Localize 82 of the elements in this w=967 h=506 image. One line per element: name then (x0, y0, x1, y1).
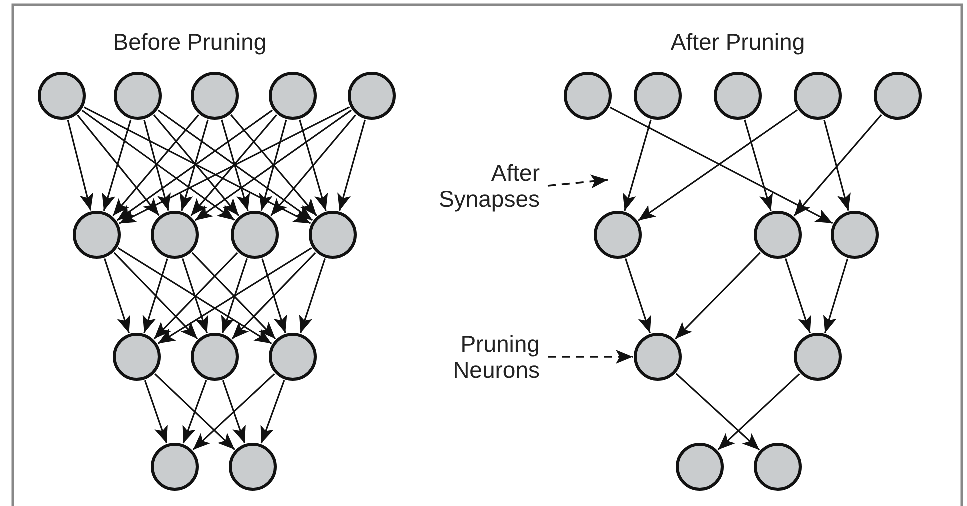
neuron-circle (114, 72, 162, 120)
arrow (118, 106, 350, 224)
neuron-circle (150, 210, 198, 258)
arrow (676, 373, 760, 451)
arrow (84, 106, 312, 224)
annotation-text: Pruning Neurons (412, 331, 540, 383)
neuron-circle (714, 72, 762, 120)
neuron-circle (268, 72, 316, 120)
arrow (182, 380, 208, 444)
arrow (112, 114, 200, 216)
neuron-circle (112, 332, 160, 380)
neuron-circle (38, 72, 86, 120)
arrow (158, 110, 314, 222)
arrow (270, 114, 357, 216)
neuron-circle (190, 72, 238, 120)
arrow (104, 258, 131, 334)
arrow (638, 110, 798, 222)
arrow (824, 120, 851, 212)
arrow (232, 252, 316, 340)
arrow (116, 110, 274, 222)
neuron-circle (150, 442, 198, 490)
arrow (260, 380, 286, 444)
arrow (785, 258, 812, 334)
dashed-arrow (548, 350, 633, 364)
arrow (182, 258, 209, 334)
arrow (180, 120, 209, 212)
arrow (142, 258, 168, 334)
neuron-circle (874, 72, 922, 120)
arrow (230, 114, 318, 216)
arrow (794, 114, 882, 217)
neuron-circle (794, 72, 842, 120)
arrow (259, 120, 288, 212)
arrow (299, 258, 326, 334)
neuron-circle (230, 210, 278, 258)
arrow (674, 252, 762, 340)
annotation-text: After Synapses (412, 160, 540, 212)
neuron-circle (190, 332, 238, 380)
neuron-circle (72, 210, 120, 258)
neuron-circle (268, 332, 316, 380)
arrow (610, 106, 834, 224)
arrow (262, 258, 288, 334)
arrow (102, 120, 132, 212)
arrow (67, 120, 94, 211)
arrow (221, 258, 248, 334)
neuron-circle (228, 442, 276, 490)
arrow (744, 120, 774, 212)
neuron-circle (564, 72, 612, 120)
arrow (77, 114, 160, 216)
neuron-circle (594, 210, 642, 258)
arrow (338, 120, 366, 212)
neuron-circle (308, 210, 356, 258)
arrow (144, 380, 168, 444)
arrow (221, 120, 250, 212)
neuron-circle (794, 332, 842, 380)
neuron-circle (634, 332, 682, 380)
arrow (144, 120, 171, 212)
neuron-circle (348, 72, 396, 120)
neuron-circle (830, 210, 878, 258)
arrow (118, 248, 272, 344)
arrow (82, 110, 236, 222)
section-heading: After Pruning (670, 28, 806, 56)
arrow (824, 258, 849, 334)
arrow (222, 380, 246, 444)
dashed-arrow (548, 174, 608, 189)
neuron-circle (754, 442, 802, 490)
arrow (114, 252, 198, 340)
neuron-circle (754, 210, 802, 258)
arrow (625, 258, 652, 334)
arrow (154, 374, 236, 450)
arrow (192, 252, 276, 340)
neuron-circle (676, 442, 724, 490)
arrow (718, 373, 800, 451)
arrow (153, 114, 240, 216)
arrow (622, 120, 652, 212)
arrow (190, 114, 278, 216)
arrow (158, 248, 312, 344)
section-heading: Before Pruning (113, 28, 267, 56)
arrow (192, 373, 276, 451)
arrow (299, 120, 328, 212)
neuron-circle (634, 72, 682, 120)
arrow (194, 110, 352, 222)
arrow (154, 252, 238, 340)
